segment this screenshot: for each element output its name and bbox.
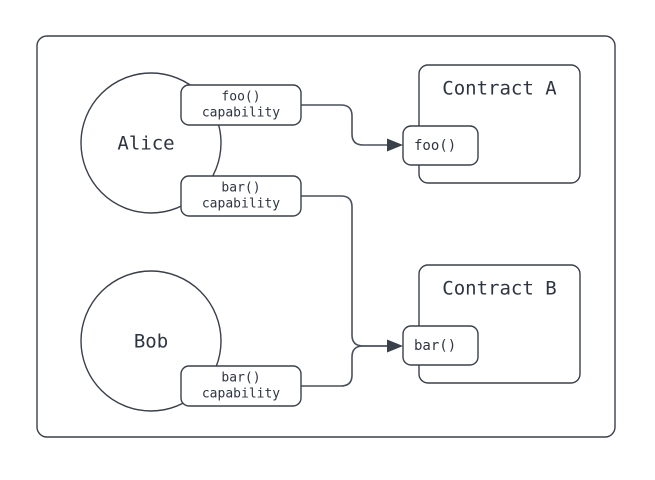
capability-alice-bar-line2: capability	[202, 197, 280, 212]
method-contract-a-foo-label: foo()	[414, 138, 456, 154]
method-contract-a-foo-box[interactable]	[402, 125, 479, 166]
capability-bob-bar-box[interactable]	[180, 365, 302, 407]
actor-bob-label: Bob	[134, 331, 168, 353]
capability-alice-foo-line1: foo()	[221, 90, 260, 105]
arrowhead-contract-b-bar	[387, 339, 403, 353]
capability-alice-foo-box[interactable]	[180, 84, 302, 126]
edge-bob-bar-to-contract-b	[300, 345, 396, 387]
capability-alice-foo-line2: capability	[202, 106, 280, 121]
method-contract-b-bar-box[interactable]	[402, 325, 479, 366]
capability-alice-bar-box[interactable]	[180, 175, 302, 217]
contract-a-label: Contract A	[442, 78, 557, 100]
capability-alice-bar-line1: bar()	[221, 181, 260, 196]
arrowhead-contract-a-foo	[387, 138, 403, 152]
edge-alice-foo-to-contract-a	[300, 104, 396, 146]
contract-b-label: Contract B	[442, 278, 556, 300]
capability-bob-bar-line2: capability	[202, 387, 280, 402]
actor-alice-label: Alice	[117, 133, 174, 155]
method-contract-b-bar-label: bar()	[414, 338, 456, 354]
capability-bob-bar-line1: bar()	[221, 371, 260, 386]
edge-alice-bar-to-contract-b	[300, 195, 396, 347]
